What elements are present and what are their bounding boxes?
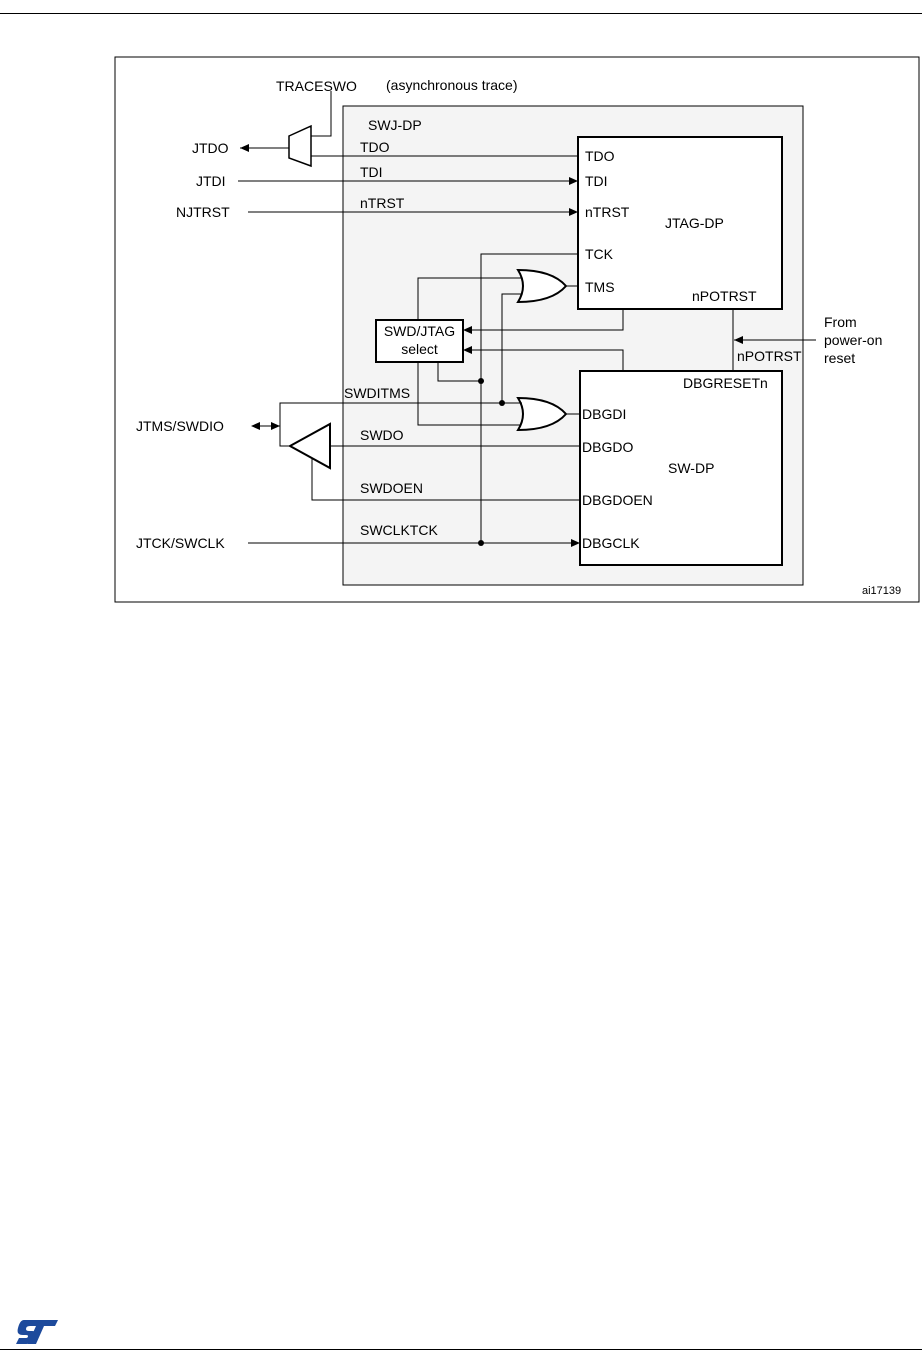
sw-dp-block — [579, 370, 783, 566]
tck-wire — [480, 253, 578, 543]
swdo-label: SWDO — [360, 427, 404, 443]
or-gate-tms — [516, 268, 568, 304]
swditms-label: SWDITMS — [344, 385, 410, 401]
tdo-signal-label: TDO — [360, 139, 390, 155]
jtck-swclk-label: JTCK/SWCLK — [136, 535, 225, 551]
sw-dp-label: SW-DP — [668, 460, 714, 476]
jtag-port-tck: TCK — [585, 246, 614, 262]
figure-frame — [114, 56, 920, 603]
swd-jtag-select-box — [375, 319, 464, 363]
power-on-line2: power-on — [824, 332, 882, 348]
jtag-to-select-wire — [463, 309, 624, 334]
swditms-to-tms-or — [501, 293, 522, 403]
or-gate-dbgdi — [516, 396, 568, 432]
figure-id: ai17139 — [862, 585, 901, 597]
junction-dot — [478, 378, 484, 384]
jtag-port-ntrst: nTRST — [585, 204, 630, 220]
sw-port-dbgdo: DBGDO — [582, 439, 633, 455]
jtdo-label: JTDO — [192, 140, 229, 156]
swdo-buffer — [287, 422, 331, 470]
junction-dot — [499, 400, 505, 406]
swdoen-label: SWDOEN — [360, 480, 423, 496]
select-line2: select — [401, 341, 438, 357]
jtag-npotrst-label: nPOTRST — [692, 288, 757, 304]
swj-dp-label: SWJ-DP — [368, 117, 422, 133]
jtag-dp-block — [577, 136, 783, 310]
select-to-tms-or — [417, 277, 522, 320]
jtdi-label: JTDI — [196, 173, 226, 189]
power-on-line3: reset — [824, 350, 855, 366]
sw-port-dbgdoen: DBGDOEN — [582, 492, 653, 508]
traceswo-wire — [311, 91, 332, 137]
sw-port-dbgdi: DBGDI — [582, 406, 626, 422]
select-to-dbgdi-or — [417, 362, 522, 426]
tdi-signal-label: TDI — [360, 164, 383, 180]
st-logo-icon — [16, 1320, 58, 1344]
swdoen-wire — [311, 458, 580, 501]
traceswo-label: TRACESWO — [276, 78, 357, 94]
swclktck-label: SWCLKTCK — [360, 522, 438, 538]
power-on-line1: From — [824, 314, 857, 330]
select-line1: SWD/JTAG — [384, 323, 455, 339]
sw-dp-dbgresetn: DBGRESETn — [683, 375, 768, 391]
swj-dp-block-diagram: SWJ-DP JTAG-DP TDO TDI nTRST TCK TMS nPO… — [114, 56, 920, 603]
footer-rule — [0, 1349, 922, 1350]
swdp-to-select-wire — [463, 346, 624, 371]
traceswo-mux — [288, 124, 312, 168]
jtag-port-tms: TMS — [585, 279, 615, 295]
njtrst-label: NJTRST — [176, 204, 230, 220]
select-to-tck-wire — [437, 362, 481, 382]
async-trace-note: (asynchronous trace) — [386, 77, 518, 93]
header-rule — [0, 13, 922, 14]
jtag-port-tdi: TDI — [585, 173, 608, 189]
jtms-swdio-label: JTMS/SWDIO — [136, 418, 224, 434]
jtag-dp-label: JTAG-DP — [665, 215, 724, 231]
ntrst-signal-label: nTRST — [360, 195, 405, 211]
sw-port-dbgclk: DBGCLK — [582, 535, 640, 551]
swdio-pin-wire — [279, 426, 290, 447]
npotrst-signal-label: nPOTRST — [737, 348, 802, 364]
jtag-port-tdo: TDO — [585, 148, 615, 164]
